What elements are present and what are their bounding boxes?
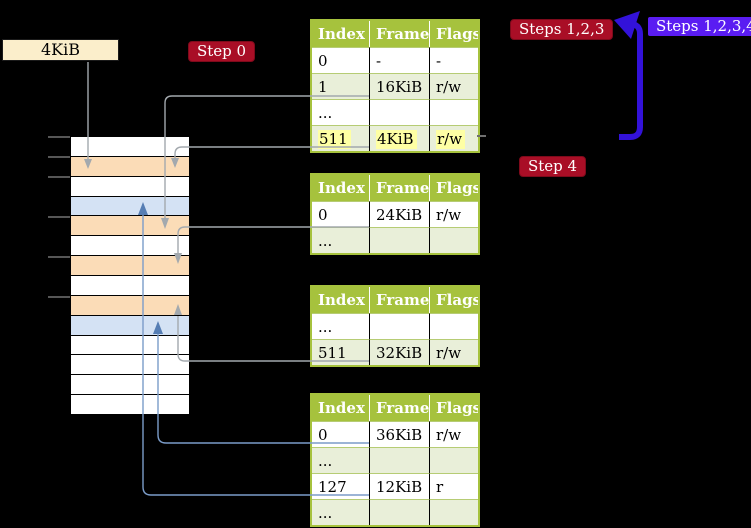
table-cell: 0	[312, 201, 369, 227]
table-cell: 32KiB	[369, 339, 429, 365]
table-cell: r/w	[429, 421, 478, 447]
table-cell	[429, 99, 478, 125]
table-cell: 16KiB	[369, 73, 429, 99]
column-header: Frame	[369, 395, 429, 421]
table-cell	[369, 227, 429, 253]
column-header: Flags	[429, 287, 478, 313]
memory-row-white	[71, 176, 189, 196]
table-cell: r/w	[429, 201, 478, 227]
memory-row-white	[71, 276, 189, 295]
table-row: ...	[312, 99, 478, 125]
column-header: Frame	[369, 21, 429, 47]
column-header: Index	[312, 21, 369, 47]
table-cell: 4KiB	[369, 125, 429, 151]
steps-loop-arrow	[614, 11, 643, 140]
table-row: ...	[312, 499, 478, 525]
table-row: ...	[312, 313, 478, 339]
table-cell	[429, 227, 478, 253]
column-header: Index	[312, 395, 369, 421]
table-cell: ...	[312, 227, 369, 253]
column-header: Flags	[429, 395, 478, 421]
memory-row-white	[71, 335, 189, 355]
table-cell	[429, 313, 478, 339]
table-cell: 24KiB	[369, 201, 429, 227]
table-cell: 0	[312, 421, 369, 447]
column-header: Index	[312, 287, 369, 313]
table-cell: -	[429, 47, 478, 73]
column-header: Flags	[429, 175, 478, 201]
memory-row-peach	[71, 256, 189, 275]
frame-size-label: 4KiB	[2, 39, 119, 61]
table-cell: ...	[312, 99, 369, 125]
table-cell: ...	[312, 313, 369, 339]
table-cell	[429, 447, 478, 473]
memory-row-peach	[71, 295, 189, 315]
column-header: Flags	[429, 21, 478, 47]
table-cell	[369, 499, 429, 525]
memory-row-peach	[71, 156, 189, 176]
memory-row-blue	[71, 196, 189, 216]
memory-row-peach	[71, 216, 189, 236]
table-cell: ...	[312, 499, 369, 525]
table-cell: r/w	[429, 339, 478, 365]
column-header: Frame	[369, 175, 429, 201]
memory-row-white	[71, 355, 189, 375]
column-header: Index	[312, 175, 369, 201]
table-cell: 36KiB	[369, 421, 429, 447]
memory-tick-marks	[48, 136, 70, 298]
table-cell: -	[369, 47, 429, 73]
table-cell: 127	[312, 473, 369, 499]
badge-step4: Step 4	[519, 156, 587, 177]
memory-row-white	[71, 137, 189, 156]
badge-step0: Step 0	[188, 41, 256, 62]
table-cell: 12KiB	[369, 473, 429, 499]
memory-row-white	[71, 375, 189, 395]
table-cell: 511	[312, 339, 369, 365]
table-cell	[429, 499, 478, 525]
table-row: ...	[312, 447, 478, 473]
memory-row-white	[71, 236, 189, 256]
badge-steps-1234: Steps 1,2,3,4	[648, 17, 751, 36]
table-cell: r/w	[429, 73, 478, 99]
table-cell: r	[429, 473, 478, 499]
table-cell: ...	[312, 447, 369, 473]
badge-steps-123: Steps 1,2,3	[510, 19, 614, 40]
column-header: Frame	[369, 287, 429, 313]
table-cell	[369, 313, 429, 339]
table-cell: 0	[312, 47, 369, 73]
table-cell: 1	[312, 73, 369, 99]
memory-column	[70, 136, 190, 415]
table-cell: r/w	[429, 125, 478, 151]
table-cell: 511	[312, 125, 369, 151]
table-cell	[369, 99, 429, 125]
table-cell	[369, 447, 429, 473]
memory-row-white	[71, 395, 189, 414]
table-row: ...	[312, 227, 478, 253]
memory-row-blue	[71, 315, 189, 335]
table-row: 0--	[312, 47, 478, 73]
